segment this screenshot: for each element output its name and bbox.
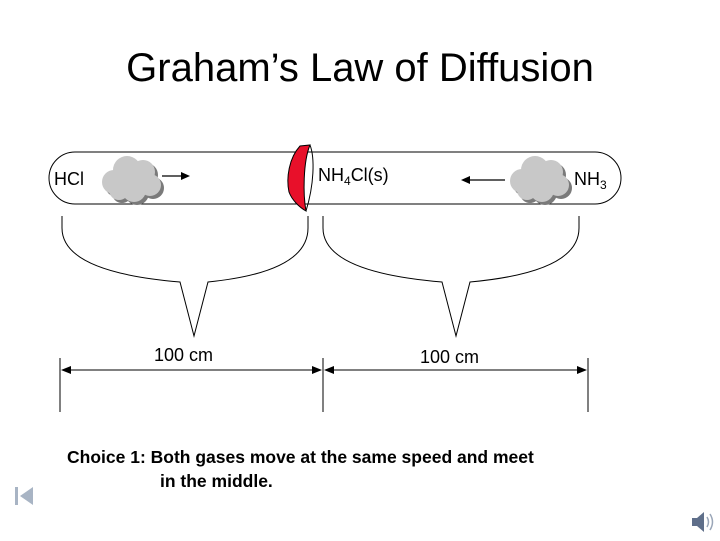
- nh4cl-product-ring: [287, 144, 314, 212]
- left-curly-brace: [61, 216, 309, 338]
- speaker-icon: [692, 512, 714, 532]
- nh4cl-label-rest: Cl(s): [350, 165, 389, 185]
- choice-line-2: in the middle.: [160, 471, 273, 491]
- diffusion-tube: [48, 151, 622, 205]
- go-to-first-slide-icon: [15, 487, 33, 505]
- sound-button[interactable]: [690, 508, 716, 536]
- first-slide-button[interactable]: [12, 484, 36, 508]
- left-distance-label: 100 cm: [154, 345, 214, 365]
- right-curly-brace: [322, 216, 580, 338]
- nh3-label: NH3: [574, 168, 607, 196]
- nh4cl-label-subscript: 4: [344, 174, 351, 188]
- hcl-direction-arrow: [162, 172, 190, 180]
- hcl-label: HCl: [54, 169, 84, 189]
- nh4cl-label-main: NH: [318, 165, 344, 185]
- nh3-label-subscript: 3: [600, 178, 607, 192]
- nh3-direction-arrow: [461, 176, 505, 184]
- nh3-label-main: NH: [574, 169, 600, 189]
- right-distance-label: 100 cm: [420, 347, 480, 367]
- distance-dimension-lines: [59, 358, 589, 412]
- choice-line-1: Choice 1: Both gases move at the same sp…: [67, 447, 534, 467]
- nh4cl-label: NH4Cl(s): [318, 164, 389, 192]
- hcl-gas-cloud-icon: [102, 156, 164, 205]
- choice-text: Choice 1: Both gases move at the same sp…: [67, 445, 647, 493]
- slide-title: Graham’s Law of Diffusion: [126, 46, 594, 90]
- nh3-gas-cloud-icon: [510, 156, 572, 205]
